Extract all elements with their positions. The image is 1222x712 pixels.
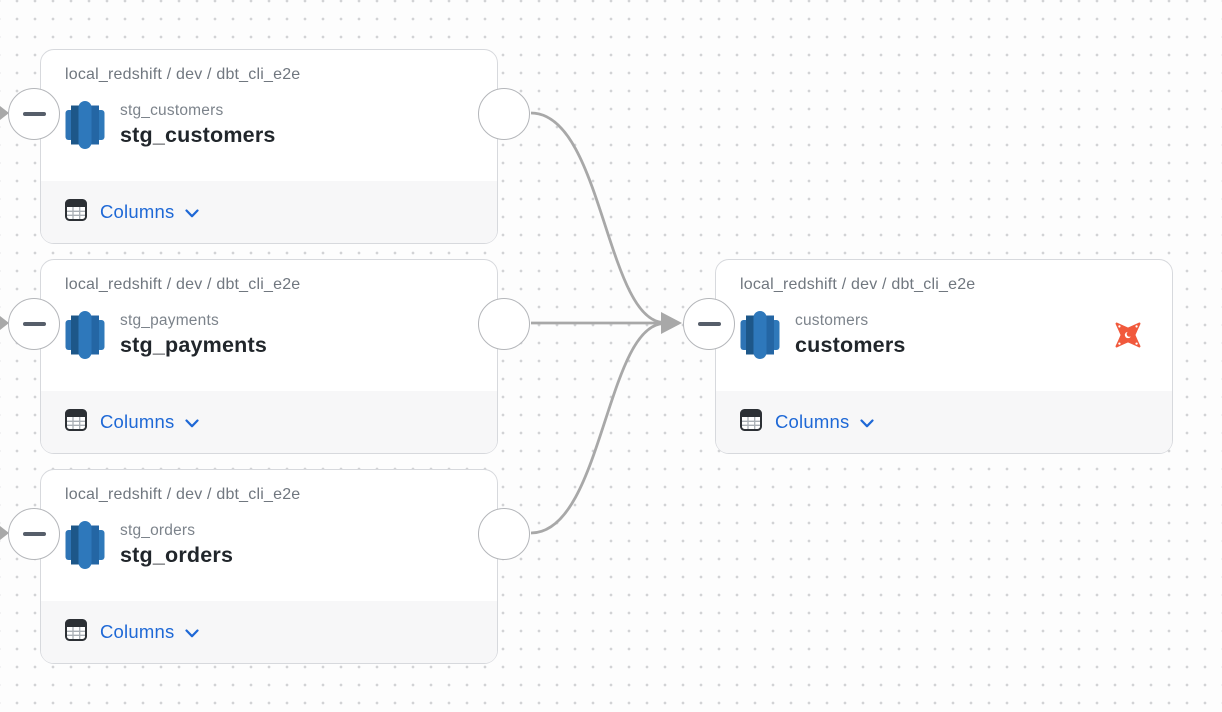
table-icon (65, 198, 87, 226)
columns-label: Columns (775, 411, 850, 432)
redshift-icon (740, 311, 780, 359)
edge-stg-customers-to-customers (530, 111, 664, 324)
minus-icon (22, 322, 46, 326)
columns-section: Columns (41, 391, 497, 453)
breadcrumb: local_redshift / dev / dbt_cli_e2e (740, 276, 976, 293)
node-title: customers (795, 333, 906, 357)
breadcrumb: local_redshift / dev / dbt_cli_e2e (65, 66, 301, 83)
minus-icon (22, 532, 46, 536)
collapse-upstream-button[interactable] (8, 298, 60, 350)
node-subtitle: stg_payments (120, 312, 219, 329)
chevron-down-icon (185, 208, 200, 218)
columns-section: Columns (41, 601, 497, 663)
downstream-port[interactable] (478, 508, 530, 560)
node-subtitle: customers (795, 312, 869, 329)
table-icon (740, 408, 762, 436)
node-subtitle: stg_orders (120, 522, 196, 539)
minus-icon (697, 322, 721, 326)
columns-toggle-button[interactable]: Columns (100, 411, 200, 433)
dbt-icon (1114, 321, 1142, 349)
edge-stg-orders-to-customers (530, 322, 664, 535)
columns-label: Columns (100, 411, 175, 432)
node-title: stg_customers (120, 123, 276, 147)
downstream-port[interactable] (478, 298, 530, 350)
lineage-node-customers[interactable]: local_redshift / dev / dbt_cli_e2e custo… (683, 259, 1173, 454)
lineage-node-stg-payments[interactable]: local_redshift / dev / dbt_cli_e2e stg_p… (8, 259, 530, 454)
chevron-down-icon (185, 628, 200, 638)
table-icon (65, 618, 87, 646)
columns-toggle-button[interactable]: Columns (100, 621, 200, 643)
collapse-upstream-button[interactable] (8, 508, 60, 560)
columns-label: Columns (100, 201, 175, 222)
lineage-node-stg-customers[interactable]: local_redshift / dev / dbt_cli_e2e stg_c… (8, 49, 530, 244)
collapse-upstream-button[interactable] (683, 298, 735, 350)
node-title: stg_payments (120, 333, 267, 357)
breadcrumb: local_redshift / dev / dbt_cli_e2e (65, 486, 301, 503)
redshift-icon (65, 311, 105, 359)
collapse-upstream-button[interactable] (8, 88, 60, 140)
downstream-port[interactable] (478, 88, 530, 140)
node-subtitle: stg_customers (120, 102, 224, 119)
columns-toggle-button[interactable]: Columns (100, 201, 200, 223)
lineage-node-stg-orders[interactable]: local_redshift / dev / dbt_cli_e2e stg_o… (8, 469, 530, 664)
redshift-icon (65, 521, 105, 569)
table-icon (65, 408, 87, 436)
node-title: stg_orders (120, 543, 234, 567)
edge-arrowhead (661, 312, 682, 334)
chevron-down-icon (185, 418, 200, 428)
columns-section: Columns (716, 391, 1172, 453)
chevron-down-icon (860, 418, 875, 428)
columns-section: Columns (41, 181, 497, 243)
minus-icon (22, 112, 46, 116)
breadcrumb: local_redshift / dev / dbt_cli_e2e (65, 276, 301, 293)
columns-label: Columns (100, 621, 175, 642)
redshift-icon (65, 101, 105, 149)
columns-toggle-button[interactable]: Columns (775, 411, 875, 433)
